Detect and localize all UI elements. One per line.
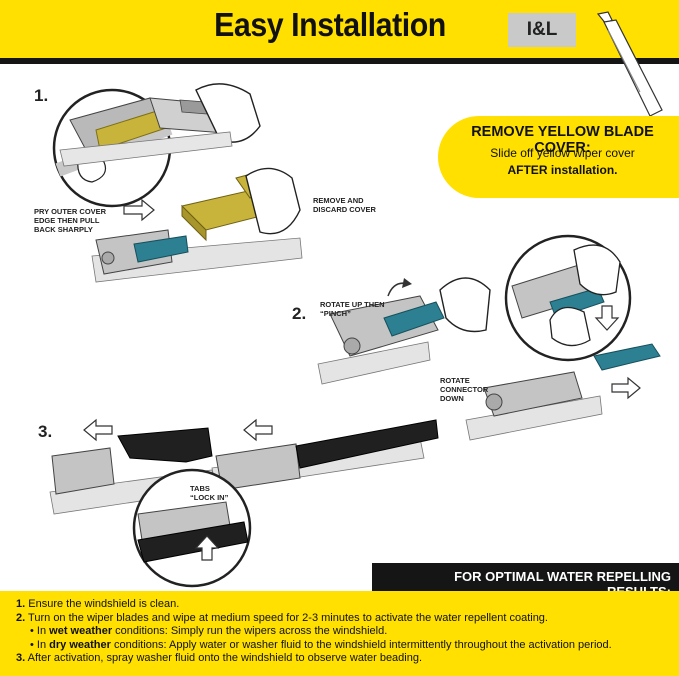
step1-remove-note: REMOVE AND DISCARD COVER [313,196,376,214]
arrow-down-icon [594,305,620,331]
step3-magnified-view [132,468,252,588]
step2-rotate-down-note: ROTATE CONNECTOR DOWN [440,376,489,403]
step2-rotate-up-note: ROTATE UP THEN “PINCH” [320,300,385,318]
step1-pry-note: PRY OUTER COVER EDGE THEN PULL BACK SHAR… [34,207,107,234]
step3-right-blade [211,419,439,491]
step1-blade-with-cover [59,83,261,167]
detached-connector [593,343,661,371]
step1-blade-connector [91,229,303,283]
arrow-left-icon [83,418,113,442]
step3-left-blade [49,427,215,515]
step1-number: 1. [34,86,49,105]
instruction-item-3: 3. After activation, spray washer fluid … [16,652,423,664]
instruction-bullet-dry: • In dry weather conditions: Apply water… [30,638,612,651]
step2-magnified-view [504,234,632,362]
wiper-arm-icon [596,11,663,117]
callout-line1: Slide off yellow wiper cover [490,146,635,160]
remove-cover-callout [438,116,679,198]
page-title: Easy Installation [214,6,446,43]
arrow-right-icon [123,198,155,222]
removed-yellow-cover [181,167,301,242]
arrow-left-icon [243,418,273,442]
step2-number: 2. [292,304,307,323]
step3-number: 3. [38,422,53,441]
product-code-badge: I&L [508,13,576,47]
arrow-right-icon [611,376,641,400]
header-divider [0,58,679,64]
callout-title: REMOVE YELLOW BLADE COVER: [471,124,654,156]
step2-rotate-up [317,277,491,385]
instructions-list: 1. Ensure the windshield is clean. 2. Tu… [16,598,676,666]
instruction-item-2: 2. Turn on the wiper blades and wipe at … [16,611,548,624]
instructions-panel [0,591,679,676]
callout-line2: AFTER installation. [507,163,618,177]
step3-tabs-note: TABS “LOCK IN” [190,484,229,502]
arrow-up-icon [194,535,220,561]
results-banner [372,563,679,591]
instruction-item-1: 1. Ensure the windshield is clean. [16,598,180,610]
step2-blade-connector-down [465,371,603,441]
instruction-bullet-wet: • In wet weather conditions: Simply run … [30,625,388,637]
